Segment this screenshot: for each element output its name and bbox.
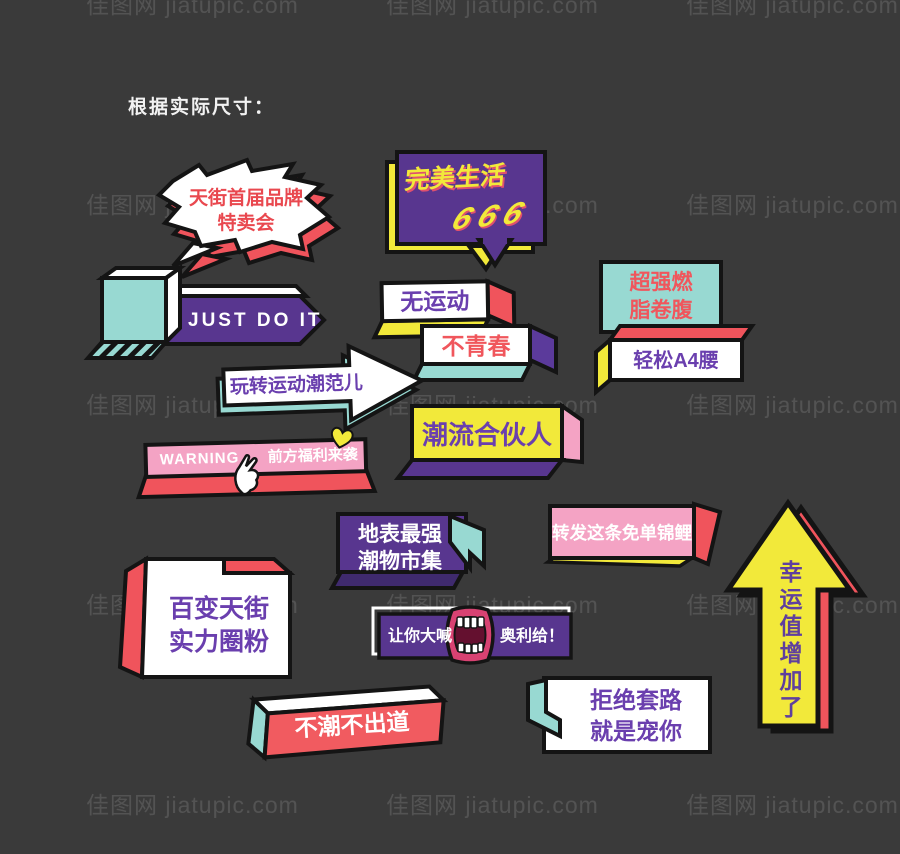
- sport-arrow-label: 玩转运动潮范儿: [229, 372, 364, 399]
- mouth-icon: [445, 605, 495, 665]
- purple-panel-shape: [328, 512, 486, 590]
- warning-text-label: 前方福利来袭: [267, 446, 358, 466]
- no-youth-label: 不青春: [441, 333, 511, 359]
- up-arrow-shape: [723, 498, 868, 734]
- shout-left-label: 让你大喊: [388, 628, 453, 645]
- teal-panel-shape: [599, 260, 723, 334]
- box-shape: [594, 324, 756, 397]
- stepped-panel-shape: [117, 555, 296, 681]
- slab-shape: [393, 402, 584, 480]
- just-do-it-sign: JUST DO IT: [83, 264, 330, 361]
- watermark-text: 佳图网 jiatupic.com: [86, 0, 299, 18]
- a4-waist-sign: 轻松A4腰: [592, 324, 756, 397]
- shout-banner-shape: [371, 605, 573, 665]
- no-routine-label: 拒绝套路 就是宠你: [590, 687, 682, 745]
- size-note: 根据实际尺寸：: [128, 97, 276, 118]
- no-sport-label: 无运动: [400, 287, 470, 315]
- just-do-it-label: JUST DO IT: [188, 310, 323, 331]
- watermark-text: 佳图网 jiatupic.com: [386, 792, 599, 818]
- burst-bubble-shape: [155, 157, 342, 279]
- fat-burn-label: 超强燃 脂卷腹: [629, 271, 693, 323]
- watermark-text: 佳图网 jiatupic.com: [686, 192, 899, 218]
- no-trend-sign: 不潮不出道: [237, 678, 452, 766]
- trend-partner-sign: 潮流合伙人: [393, 400, 592, 480]
- no-routine-sign: 拒绝套路 就是宠你: [516, 670, 720, 762]
- market-sign: 地表最强 潮物市集: [328, 508, 488, 590]
- pink-panel-shape: [542, 501, 723, 568]
- trend-partner-label: 潮流合伙人: [421, 420, 552, 450]
- finger-heart-icon: [234, 453, 260, 496]
- perfect-life-sign: 完美生活 666: [383, 146, 553, 273]
- banner-cube-shape: [83, 264, 327, 360]
- heart-icon: [330, 426, 354, 449]
- burst-bubble-sign: 天街首届品牌 特卖会: [143, 155, 348, 280]
- warning-label: WARNING: [159, 449, 240, 469]
- watermark-text: 佳图网 jiatupic.com: [86, 792, 299, 818]
- white-panel-shape: [526, 676, 712, 754]
- red-box-shape: [246, 684, 449, 762]
- a4-waist-label: 轻松A4腰: [633, 350, 719, 372]
- watermark-text: 佳图网 jiatupic.com: [686, 792, 899, 818]
- burst-bubble-label: 天街首届品牌 特卖会: [188, 188, 303, 234]
- lucky-arrow-label: 幸运值增加了: [775, 560, 802, 722]
- watermark-text: 佳图网 jiatupic.com: [686, 0, 899, 18]
- shout-sign: 让你大喊 奥利给！: [370, 604, 578, 670]
- lucky-arrow-sign: 幸运值增加了: [723, 498, 872, 736]
- no-youth-sign: 不青春: [410, 320, 564, 384]
- fat-burn-sign: 超强燃 脂卷腹: [597, 258, 725, 336]
- slab-shape: [410, 322, 558, 382]
- koi-sign: 转发这条免单锦鲤: [540, 500, 728, 574]
- sport-arrow-sign: 玩转运动潮范儿: [215, 338, 431, 437]
- shout-right-label: 奥利给！: [500, 628, 565, 645]
- perfect-life-label: 完美生活: [403, 161, 507, 195]
- watermark-text: 佳图网 jiatupic.com: [386, 0, 599, 18]
- koi-label: 转发这条免单锦鲤: [552, 523, 692, 543]
- right-arrow-shape: [215, 342, 427, 433]
- market-label: 地表最强 潮物市集: [358, 523, 442, 574]
- warning-sign: WARNING 前方福利来袭: [135, 426, 379, 503]
- speech-bubble-shape: [385, 150, 547, 273]
- fans-sign: 百变天街 实力圈粉: [110, 545, 302, 687]
- fans-label: 百变天街 实力圈粉: [168, 595, 269, 656]
